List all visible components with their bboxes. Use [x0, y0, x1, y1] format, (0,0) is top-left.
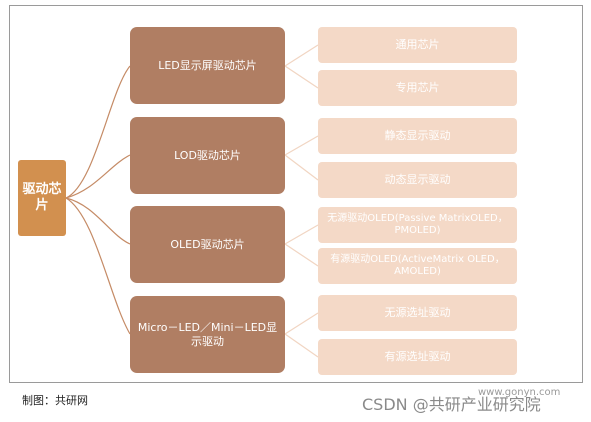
branch-label: LOD驱动芯片	[174, 148, 241, 162]
branch-2-leaf-1-line	[284, 135, 319, 156]
source-credit: 制图：共研网	[22, 394, 88, 407]
branch-node-lod: LOD驱动芯片	[130, 117, 285, 194]
leaf-label: 静态显示驱动	[384, 129, 451, 143]
leaf-label: 专用芯片	[395, 81, 440, 95]
watermark-url: www.gonyn.com	[478, 387, 561, 398]
leaf-label: 无源选址驱动	[384, 306, 451, 320]
leaf-node: 有源驱动OLED(ActiveMatrix OLED，AMOLED)	[318, 248, 517, 284]
branch-4-leaf-2-line	[284, 333, 319, 358]
branch-1-leaf-1-line	[284, 44, 319, 67]
root-to-branch-1-line	[65, 65, 131, 199]
branch-4-leaf-1-line	[284, 312, 319, 335]
watermark-text: CSDN @共研产业研究院	[362, 395, 541, 414]
leaf-node: 静态显示驱动	[318, 118, 517, 154]
leaf-node: 通用芯片	[318, 27, 517, 63]
leaf-label: 有源选址驱动	[384, 350, 451, 364]
branch-node-micro-mini-led: Micro－LED／Mini－LED显示驱动	[130, 296, 285, 373]
branch-label: LED显示屏驱动芯片	[158, 58, 257, 72]
branch-3-leaf-1-line	[284, 224, 319, 245]
leaf-label: 动态显示驱动	[384, 173, 451, 187]
leaf-node: 无源选址驱动	[318, 295, 517, 331]
leaf-node: 专用芯片	[318, 70, 517, 106]
root-to-branch-2-line	[65, 154, 131, 199]
leaf-node: 无源驱动OLED(Passive MatrixOLED，PMOLED)	[318, 207, 517, 243]
branch-2-leaf-2-line	[284, 154, 319, 181]
root-node: 驱动芯片	[18, 160, 66, 236]
root-to-branch-4-line	[65, 197, 131, 335]
branch-node-oled: OLED驱动芯片	[130, 206, 285, 283]
branch-3-leaf-2-line	[284, 243, 319, 267]
leaf-label: 通用芯片	[395, 38, 440, 52]
root-to-branch-3-line	[65, 197, 131, 245]
branch-1-leaf-2-line	[284, 65, 319, 89]
branch-node-led-display: LED显示屏驱动芯片	[130, 27, 285, 104]
branch-label: OLED驱动芯片	[170, 237, 245, 251]
branch-label: Micro－LED／Mini－LED显示驱动	[137, 320, 278, 348]
leaf-label: 无源驱动OLED(Passive MatrixOLED，PMOLED)	[327, 212, 508, 237]
leaf-node: 有源选址驱动	[318, 339, 517, 375]
leaf-label: 有源驱动OLED(ActiveMatrix OLED，AMOLED)	[330, 253, 505, 278]
root-node-label: 驱动芯片	[22, 181, 62, 213]
leaf-node: 动态显示驱动	[318, 162, 517, 198]
